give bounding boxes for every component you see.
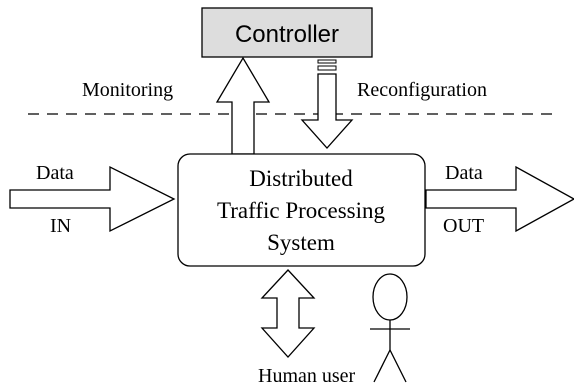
controller-node: Controller: [201, 7, 373, 58]
reconfiguration-label: Reconfiguration: [357, 79, 487, 101]
controller-label: Controller: [235, 21, 339, 48]
data-out-bottom-label: OUT: [443, 215, 484, 237]
monitoring-label: Monitoring: [82, 79, 173, 101]
controller-box: [201, 7, 373, 58]
data-in-bottom-label: IN: [50, 215, 71, 237]
system-node: Distributed Traffic Processing System: [177, 153, 426, 267]
system-label-line-2: Traffic Processing: [217, 198, 386, 223]
data-out-top-label: Data: [445, 162, 483, 184]
data-in-top-label: Data: [36, 162, 74, 184]
human-user-arrow: [260, 269, 316, 358]
human-user-figure: [370, 273, 410, 383]
human-user-label: Human user: [258, 365, 356, 387]
monitoring-arrow: [215, 56, 271, 155]
data-out-arrow: [425, 165, 574, 233]
reconfiguration-arrow: [300, 59, 354, 149]
system-label-line-3: System: [267, 230, 335, 255]
data-in-arrow: [9, 165, 176, 233]
system-label-line-1: Distributed: [249, 166, 353, 191]
system-box: [177, 153, 426, 267]
